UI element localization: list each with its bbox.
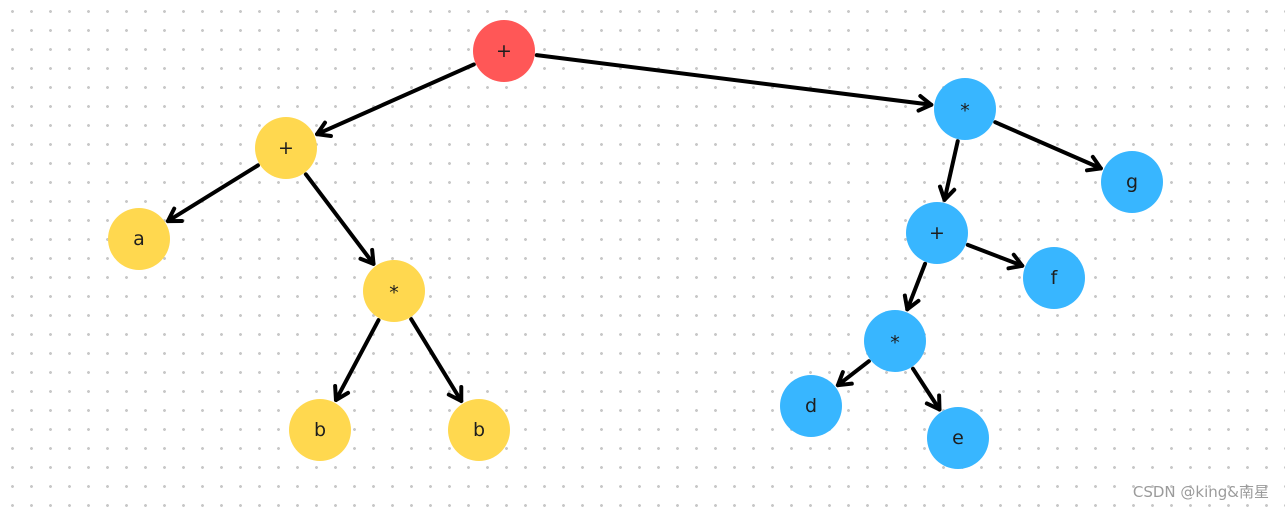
tree-node-n10: f — [1023, 247, 1085, 309]
node-circle — [780, 375, 842, 437]
edge-n1-n2 — [315, 62, 476, 139]
edge-n4-n5 — [333, 318, 381, 402]
edge-n11-n13 — [910, 366, 942, 412]
edge-n9-n10 — [965, 242, 1025, 271]
node-label: * — [960, 100, 970, 122]
tree-node-n9: + — [906, 202, 968, 264]
node-label: * — [389, 282, 399, 304]
edges-layer — [165, 53, 1103, 412]
edge-n7-n8 — [993, 120, 1103, 173]
tree-node-n11: * — [864, 310, 926, 372]
node-label: + — [278, 137, 294, 159]
node-label: * — [890, 332, 900, 354]
node-circle — [255, 117, 317, 179]
tree-node-n1: + — [473, 20, 535, 82]
node-circle — [363, 260, 425, 322]
tree-node-n3: a — [108, 208, 170, 270]
node-circle — [1023, 247, 1085, 309]
tree-node-n7: * — [934, 78, 996, 140]
edge-n4-n6 — [409, 317, 464, 403]
node-circle — [473, 20, 535, 82]
tree-node-n12: d — [780, 375, 842, 437]
node-circle — [864, 310, 926, 372]
node-label: d — [805, 395, 817, 417]
tree-node-n8: g — [1101, 151, 1163, 213]
node-circle — [448, 399, 510, 461]
node-label: a — [133, 228, 145, 250]
node-circle — [108, 208, 170, 270]
node-label: f — [1051, 267, 1059, 289]
edge-n1-n7 — [534, 53, 934, 113]
edge-n7-n9 — [937, 139, 960, 202]
node-label: e — [952, 427, 964, 449]
tree-node-n6: b — [448, 399, 510, 461]
edge-n2-n3 — [165, 163, 260, 224]
node-label: + — [929, 222, 945, 244]
node-label: b — [473, 419, 485, 441]
nodes-layer: + + a * b b * g + f * d e — [108, 20, 1163, 469]
node-circle — [906, 202, 968, 264]
tree-node-n5: b — [289, 399, 351, 461]
edge-n9-n11 — [902, 261, 928, 312]
node-circle — [934, 78, 996, 140]
edge-n11-n12 — [835, 359, 871, 388]
node-label: + — [496, 40, 512, 62]
node-circle — [1101, 151, 1163, 213]
tree-node-n2: + — [255, 117, 317, 179]
node-label: b — [314, 419, 326, 441]
edge-n2-n4 — [303, 172, 376, 266]
watermark: CSDN @king&南星 — [1132, 483, 1269, 501]
tree-node-n4: * — [363, 260, 425, 322]
node-circle — [927, 407, 989, 469]
tree-node-n13: e — [927, 407, 989, 469]
node-circle — [289, 399, 351, 461]
node-label: g — [1126, 171, 1138, 193]
